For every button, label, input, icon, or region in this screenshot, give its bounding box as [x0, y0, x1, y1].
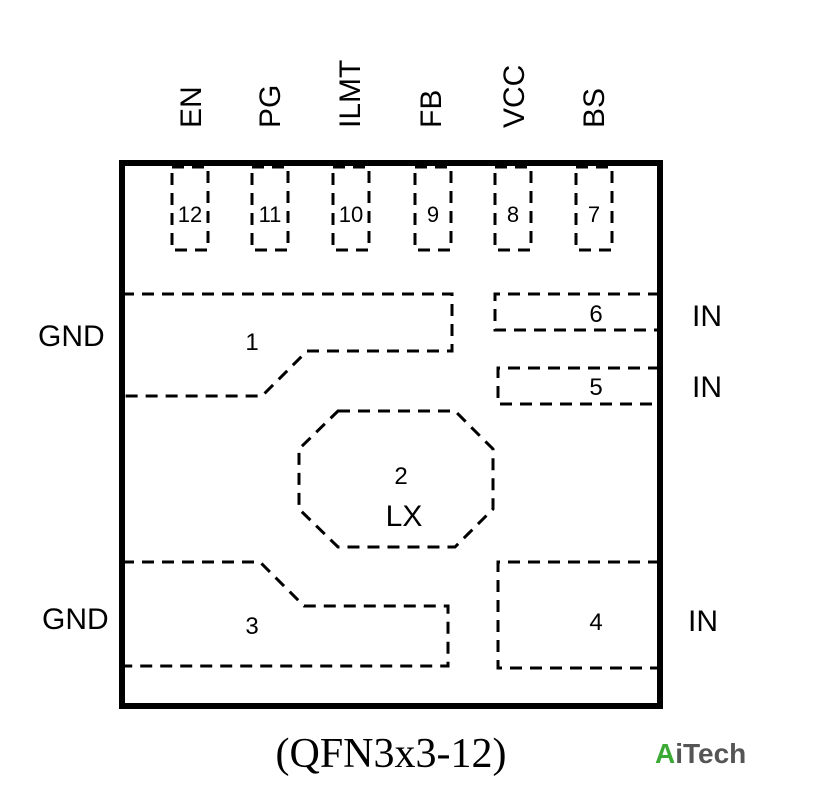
pad-4-number: 4	[589, 609, 602, 636]
pin-name-10: ILMT	[334, 60, 367, 128]
pin-number-12: 12	[178, 202, 202, 227]
pad-6-in	[493, 292, 660, 332]
pad-2-lx	[297, 409, 495, 549]
pad-1-gnd	[122, 292, 454, 398]
label-gnd-top: GND	[38, 320, 105, 353]
pad-4-in	[496, 560, 660, 670]
aitech-watermark-logo: AiTech	[655, 738, 746, 769]
pin-name-9: FB	[415, 90, 448, 128]
pad-5-in	[496, 366, 660, 406]
pin-number-11: 11	[259, 202, 282, 227]
label-in-5: IN	[692, 371, 722, 404]
pin-name-12: EN	[175, 86, 208, 128]
pin-name-7: BS	[578, 88, 611, 128]
package-outline	[119, 160, 663, 709]
pad-3-number: 3	[245, 613, 258, 640]
pad-5-number: 5	[589, 374, 602, 401]
pin-name-11: PG	[254, 85, 287, 128]
label-in-6: IN	[692, 300, 722, 333]
pad-2-number: 2	[394, 463, 407, 490]
svg-text:AiTech: AiTech	[655, 738, 746, 769]
pad-6-number: 6	[589, 301, 602, 328]
pin-number-8: 8	[507, 202, 519, 227]
pin-number-10: 10	[339, 202, 363, 227]
pad-3-gnd	[122, 560, 450, 668]
pin-number-7: 7	[588, 202, 600, 227]
pin-name-8: VCC	[498, 65, 531, 128]
package-caption: (QFN3x3-12)	[276, 731, 507, 777]
label-gnd-bottom: GND	[42, 603, 109, 636]
pad-2-name: LX	[386, 500, 423, 533]
pin-number-9: 9	[427, 202, 439, 227]
pad-1-number: 1	[245, 329, 258, 356]
label-in-4: IN	[688, 605, 718, 638]
